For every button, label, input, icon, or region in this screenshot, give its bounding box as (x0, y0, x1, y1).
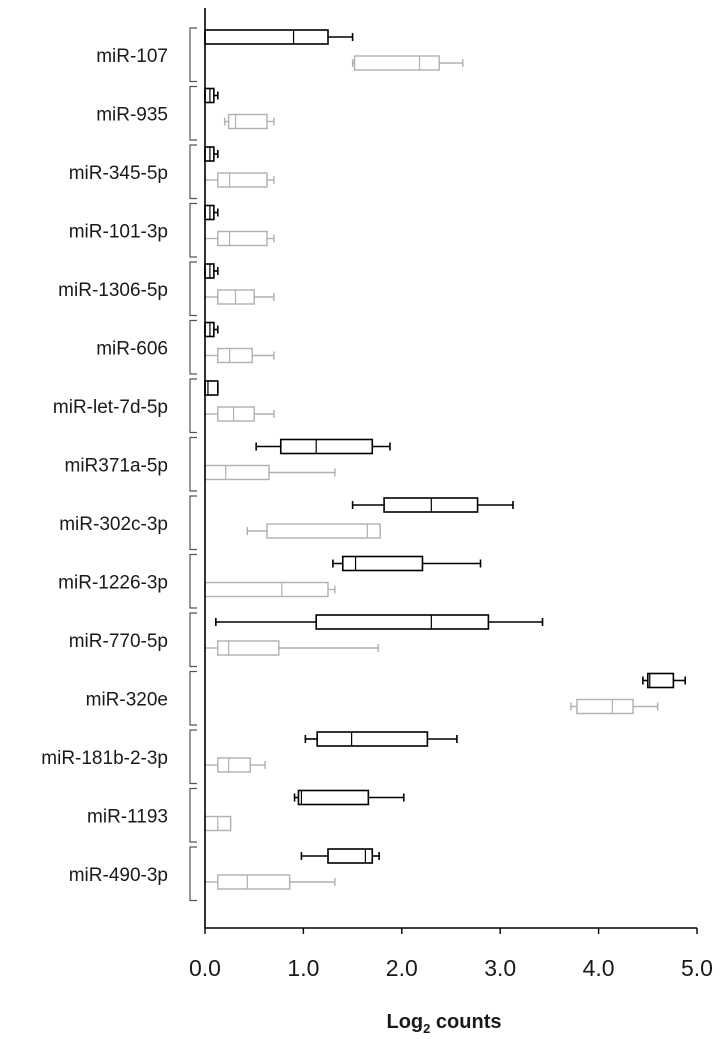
box-iqr (217, 230, 268, 247)
box-series-2 (204, 581, 336, 598)
x-tick-label: 4.0 (583, 955, 615, 981)
box-series-2 (204, 230, 275, 247)
category-label: miR371a-5p (65, 455, 169, 476)
category-label: miR-345-5p (69, 163, 168, 184)
box-iqr (266, 523, 381, 539)
category-label: miR-606 (96, 338, 168, 359)
box-series-1 (351, 497, 514, 513)
box-series-2 (570, 698, 659, 715)
x-tick-label: 0.0 (189, 955, 221, 981)
category-bracket (189, 319, 197, 375)
box-series-2 (246, 523, 381, 539)
category-label: miR-107 (96, 46, 168, 67)
box-iqr (204, 581, 329, 598)
box-iqr (646, 672, 675, 689)
category-label: miR-1306-5p (58, 280, 168, 301)
box-series-2 (204, 347, 275, 364)
category-bracket (189, 495, 197, 551)
box-series-2 (204, 406, 275, 422)
x-axis-title: Log2 counts (386, 1011, 501, 1036)
box-series-2 (204, 464, 336, 481)
category-label: miR-490-3p (69, 865, 168, 886)
box-iqr (315, 614, 490, 630)
category-label: miR-302c-3p (59, 514, 168, 535)
category-bracket (189, 729, 197, 785)
category-bracket (189, 670, 197, 726)
box-iqr (353, 55, 440, 71)
box-iqr (217, 172, 268, 188)
box-series-1 (255, 438, 391, 455)
box-series-2 (204, 289, 275, 305)
box-iqr (279, 438, 374, 455)
box-series-2 (204, 815, 232, 832)
box-series-1 (204, 204, 219, 221)
category-label: miR-181b-2-3p (41, 748, 168, 769)
box-series-1 (304, 731, 458, 747)
box-iqr (204, 464, 270, 481)
box-series-1 (204, 146, 219, 162)
box-series-1 (642, 672, 686, 689)
box-series-1 (215, 614, 544, 630)
x-tick-label: 5.0 (681, 955, 713, 981)
box-series-1 (300, 848, 380, 864)
x-tick-label: 1.0 (287, 955, 319, 981)
box-iqr (217, 347, 253, 364)
box-series-1 (204, 29, 354, 45)
box-iqr (204, 380, 219, 396)
box-iqr (341, 555, 424, 572)
box-series-2 (204, 640, 379, 656)
box-iqr (217, 406, 255, 422)
box-iqr (297, 789, 370, 806)
box-iqr (576, 698, 634, 715)
x-axis-title-subscript: 2 (423, 1021, 430, 1036)
category-label: miR-101-3p (69, 221, 168, 242)
box-iqr (217, 640, 280, 656)
box-series-1 (204, 321, 219, 338)
category-label: miR-let-7d-5p (53, 397, 168, 418)
category-label: miR-770-5p (69, 631, 168, 652)
box-series-2 (204, 874, 336, 890)
category-label: miR-320e (86, 689, 168, 710)
category-label: miR-1193 (87, 806, 168, 827)
box-iqr (316, 731, 429, 747)
x-tick-label: 3.0 (484, 955, 516, 981)
x-ticks: 0.0 1.0 2.0 3.0 4.0 5.0 (189, 928, 713, 981)
category-bracket (189, 612, 197, 668)
category-bracket (189, 436, 197, 492)
box-series-1 (204, 87, 219, 104)
category-bracket (189, 553, 197, 609)
box-series-2 (204, 172, 275, 188)
x-axis-title-rest: counts (430, 1011, 501, 1033)
x-tick-label: 2.0 (386, 955, 418, 981)
category-bracket (189, 378, 197, 434)
box-series-1 (293, 789, 405, 806)
box-plots (204, 29, 686, 890)
category-brackets (189, 27, 197, 902)
category-bracket (189, 144, 197, 200)
category-bracket (189, 846, 197, 902)
x-axis-title-main: Log (386, 1011, 423, 1033)
category-label: miR-935 (96, 104, 168, 125)
box-iqr (217, 757, 251, 773)
axes (204, 8, 697, 929)
box-iqr (327, 848, 374, 864)
box-series-2 (351, 55, 464, 71)
category-label: miR-1226-3p (58, 572, 168, 593)
category-bracket (189, 261, 197, 317)
category-bracket (189, 787, 197, 843)
category-bracket (189, 85, 197, 141)
box-iqr (227, 113, 268, 130)
box-series-1 (204, 263, 219, 279)
box-series-1 (332, 555, 482, 572)
category-bracket (189, 202, 197, 258)
box-series-2 (204, 757, 266, 773)
box-series-2 (223, 113, 275, 130)
box-series-1 (204, 380, 219, 396)
category-labels: miR-107 miR-935 miR-345-5p miR-101-3p miR-13… (41, 46, 168, 886)
box-iqr (217, 874, 291, 890)
box-iqr (204, 29, 329, 45)
category-bracket (189, 27, 197, 83)
